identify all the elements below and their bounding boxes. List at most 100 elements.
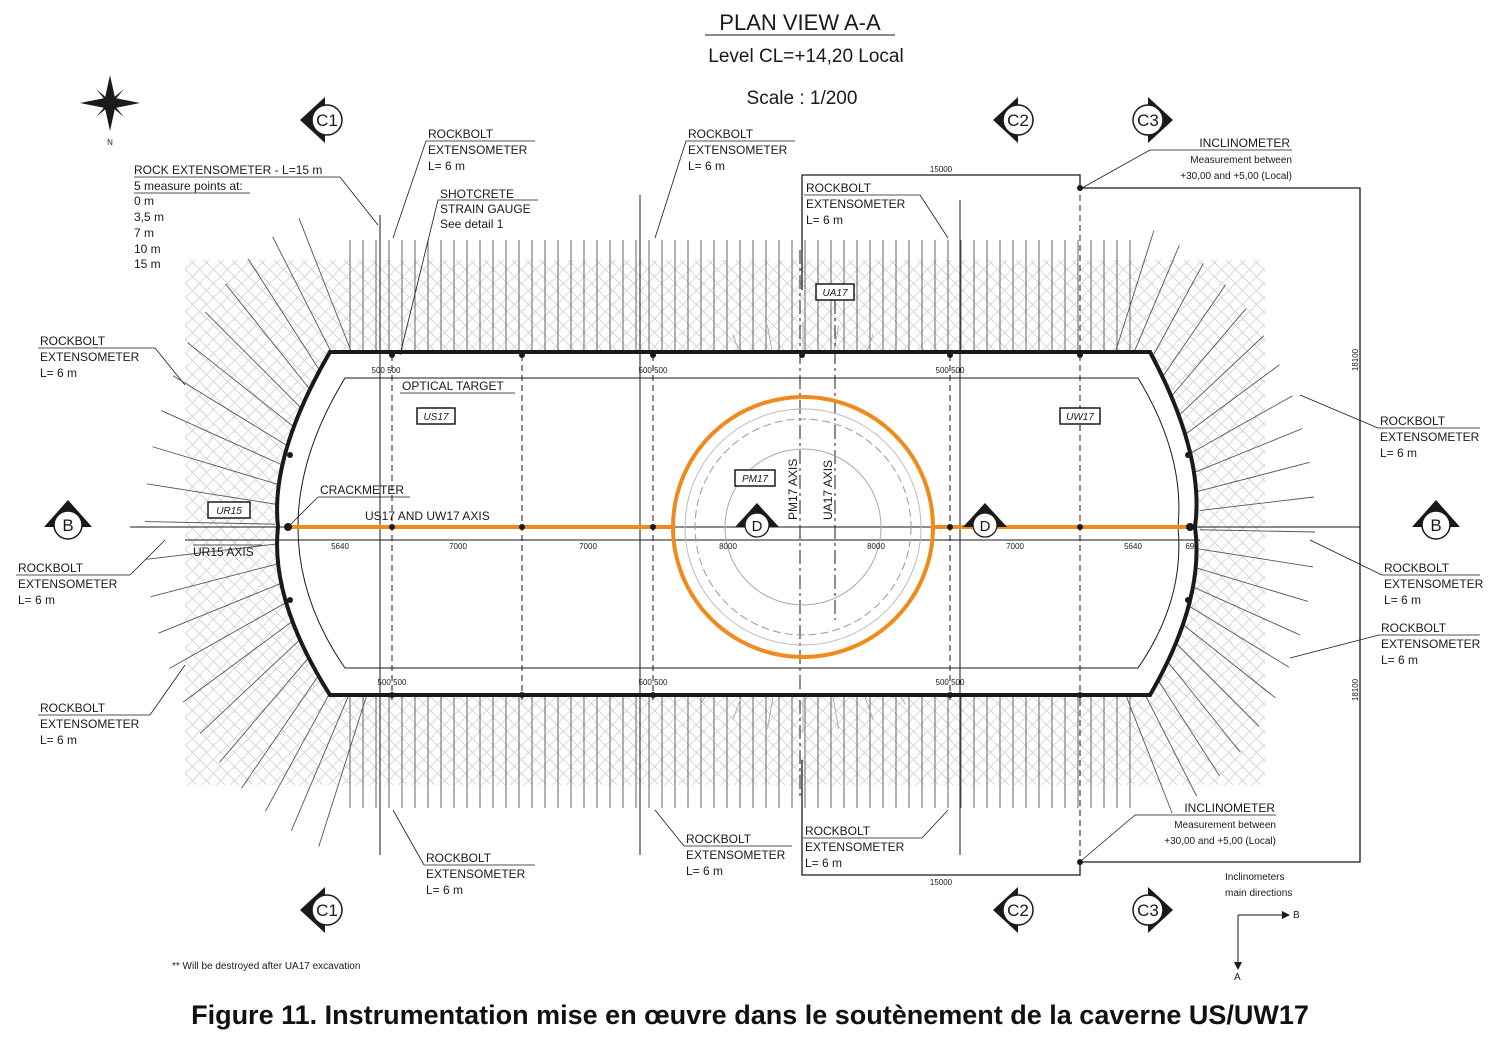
svg-text:Measurement between: Measurement between: [1190, 155, 1292, 166]
rockbolt-ray: [1199, 529, 1315, 533]
section-marker-c1-top[interactable]: C1: [300, 97, 343, 143]
svg-text:EXTENSOMETER: EXTENSOMETER: [1384, 577, 1484, 591]
rockbolt-extensometer-label-3: ROCKBOLT EXTENSOMETER L= 6 m: [804, 181, 949, 239]
rockbolt-extensometer-label-9: ROCKBOLT EXTENSOMETER L= 6 m: [1289, 621, 1481, 667]
section-marker-c2-top[interactable]: C2: [993, 97, 1034, 143]
svg-text:INCLINOMETER: INCLINOMETER: [1199, 136, 1290, 150]
rockbolt-ray: [1198, 548, 1314, 568]
svg-text:PM17: PM17: [742, 474, 769, 485]
section-marker-d-right[interactable]: D: [963, 503, 1007, 538]
inclinometer-directions: Inclinometers main directions B A: [1225, 872, 1300, 983]
svg-text:500 500: 500 500: [378, 678, 407, 687]
rockbolt-extensometer-label-5: ROCKBOLT EXTENSOMETER L= 6 m: [16, 539, 166, 607]
inclinometer-frames: [801, 174, 1361, 876]
svg-text:L= 6 m: L= 6 m: [40, 366, 77, 380]
svg-text:500 500: 500 500: [936, 678, 965, 687]
section-marker-c3-top[interactable]: C3: [1132, 97, 1173, 143]
svg-text:INCLINOMETER: INCLINOMETER: [1184, 801, 1275, 815]
svg-text:STRAIN GAUGE: STRAIN GAUGE: [440, 202, 531, 216]
rockbolt-ray: [265, 676, 339, 812]
pm17-axis-label: PM17 AXIS: [786, 459, 800, 520]
svg-text:15000: 15000: [930, 878, 953, 887]
rockbolt-ray: [158, 582, 283, 634]
tag-us17: US17: [416, 407, 456, 425]
svg-text:ROCKBOLT: ROCKBOLT: [428, 127, 494, 141]
svg-text:500 500: 500 500: [639, 678, 668, 687]
tag-ua17: UA17: [815, 283, 855, 301]
svg-text:B: B: [62, 516, 73, 535]
svg-text:ROCKBOLT: ROCKBOLT: [40, 701, 106, 715]
rockbolt-extensometer-label-7: ROCKBOLT EXTENSOMETER L= 6 m: [1299, 394, 1480, 460]
tag-uw17: UW17: [1059, 407, 1101, 425]
svg-text:Measurement between: Measurement between: [1174, 820, 1276, 831]
rockbolt-ray: [1177, 620, 1276, 699]
rockbolt-ray: [152, 446, 280, 486]
svg-text:L= 6 m: L= 6 m: [426, 883, 463, 897]
section-marker-b-left[interactable]: B: [44, 500, 92, 540]
svg-text:UR15: UR15: [216, 506, 242, 517]
instrument-points: [284, 185, 1194, 865]
optical-target-label: OPTICAL TARGET: [402, 379, 504, 393]
svg-text:C2: C2: [1007, 901, 1029, 920]
north-arrow-icon: N: [80, 75, 140, 147]
svg-text:500 500: 500 500: [639, 366, 668, 375]
cavern-outline: [275, 350, 1199, 697]
svg-text:EXTENSOMETER: EXTENSOMETER: [18, 577, 118, 591]
rockbolt-extensometer-label-6: ROCKBOLT EXTENSOMETER L= 6 m: [38, 664, 186, 747]
svg-text:15 m: 15 m: [134, 257, 161, 271]
section-marker-b-right[interactable]: B: [1412, 500, 1460, 540]
rockbolt-ray: [172, 375, 291, 448]
section-marker-c1-bottom[interactable]: C1: [300, 887, 343, 933]
svg-text:ROCKBOLT: ROCKBOLT: [1384, 561, 1450, 575]
svg-text:ROCKBOLT: ROCKBOLT: [18, 561, 84, 575]
svg-text:L= 6 m: L= 6 m: [1384, 593, 1421, 607]
svg-text:EXTENSOMETER: EXTENSOMETER: [1381, 637, 1481, 651]
rockbolt-ray: [1147, 663, 1220, 777]
rockbolt-extensometer-label-10: ROCKBOLT EXTENSOMETER L= 6 m: [392, 809, 535, 897]
svg-text:SHOTCRETE: SHOTCRETE: [440, 187, 514, 201]
svg-text:EXTENSOMETER: EXTENSOMETER: [806, 197, 906, 211]
section-marker-c3-bottom[interactable]: C3: [1132, 887, 1173, 933]
svg-text:main directions: main directions: [1225, 888, 1292, 899]
inclinometer-label-top: INCLINOMETER Measurement between +30,00 …: [1081, 136, 1292, 189]
svg-text:ROCKBOLT: ROCKBOLT: [1380, 414, 1446, 428]
rockbolt-ray: [1192, 428, 1303, 474]
svg-text:ROCKBOLT: ROCKBOLT: [805, 824, 871, 838]
section-marker-d-left[interactable]: D: [735, 503, 779, 538]
svg-text:5 measure points at:: 5 measure points at:: [134, 179, 243, 193]
rockbolt-ray: [1199, 496, 1314, 511]
svg-text:18100: 18100: [1351, 348, 1360, 371]
rockbolt-ray: [1180, 364, 1280, 439]
ua17-axis-label: UA17 AXIS: [821, 460, 835, 520]
figure-caption: Figure 11. Instrumentation mise en œuvre…: [191, 1000, 1309, 1030]
rockbolt-ray: [225, 283, 318, 400]
svg-text:ROCKBOLT: ROCKBOLT: [686, 832, 752, 846]
rockbolt-ray: [290, 687, 353, 831]
drawing-level: Level CL=+14,20 Local: [708, 46, 903, 67]
rockbolt-ray: [205, 311, 308, 414]
svg-text:UW17: UW17: [1066, 412, 1094, 423]
svg-text:C1: C1: [316, 901, 338, 920]
rockbolt-ray: [199, 635, 305, 734]
rockbolt-ray: [318, 695, 368, 847]
svg-text:C3: C3: [1137, 901, 1159, 920]
arrow-down-icon: [1234, 962, 1242, 970]
rockbolt-ray: [150, 563, 279, 598]
svg-text:L= 6 m: L= 6 m: [1381, 653, 1418, 667]
rockbolt-ray: [1111, 230, 1155, 365]
svg-text:ROCKBOLT: ROCKBOLT: [1381, 621, 1447, 635]
svg-text:8000: 8000: [719, 542, 737, 551]
svg-text:L= 6 m: L= 6 m: [1380, 446, 1417, 460]
rockbolt-ray: [169, 601, 289, 669]
rockbolt-ray: [1185, 603, 1290, 668]
svg-text:+30,00 and +5,00 (Local): +30,00 and +5,00 (Local): [1164, 836, 1276, 847]
svg-text:7000: 7000: [449, 542, 467, 551]
svg-text:L= 6 m: L= 6 m: [18, 593, 55, 607]
svg-text:B: B: [1293, 910, 1300, 921]
inclinometer-label-bottom: INCLINOMETER Measurement between +30,00 …: [1081, 801, 1276, 861]
shotcrete-strain-gauge-label: SHOTCRETE STRAIN GAUGE See detail 1: [399, 187, 538, 356]
section-marker-c2-bottom[interactable]: C2: [993, 887, 1034, 933]
svg-text:EXTENSOMETER: EXTENSOMETER: [426, 867, 526, 881]
crackmeter-label: CRACKMETER: [320, 483, 404, 497]
svg-text:D: D: [980, 518, 991, 535]
